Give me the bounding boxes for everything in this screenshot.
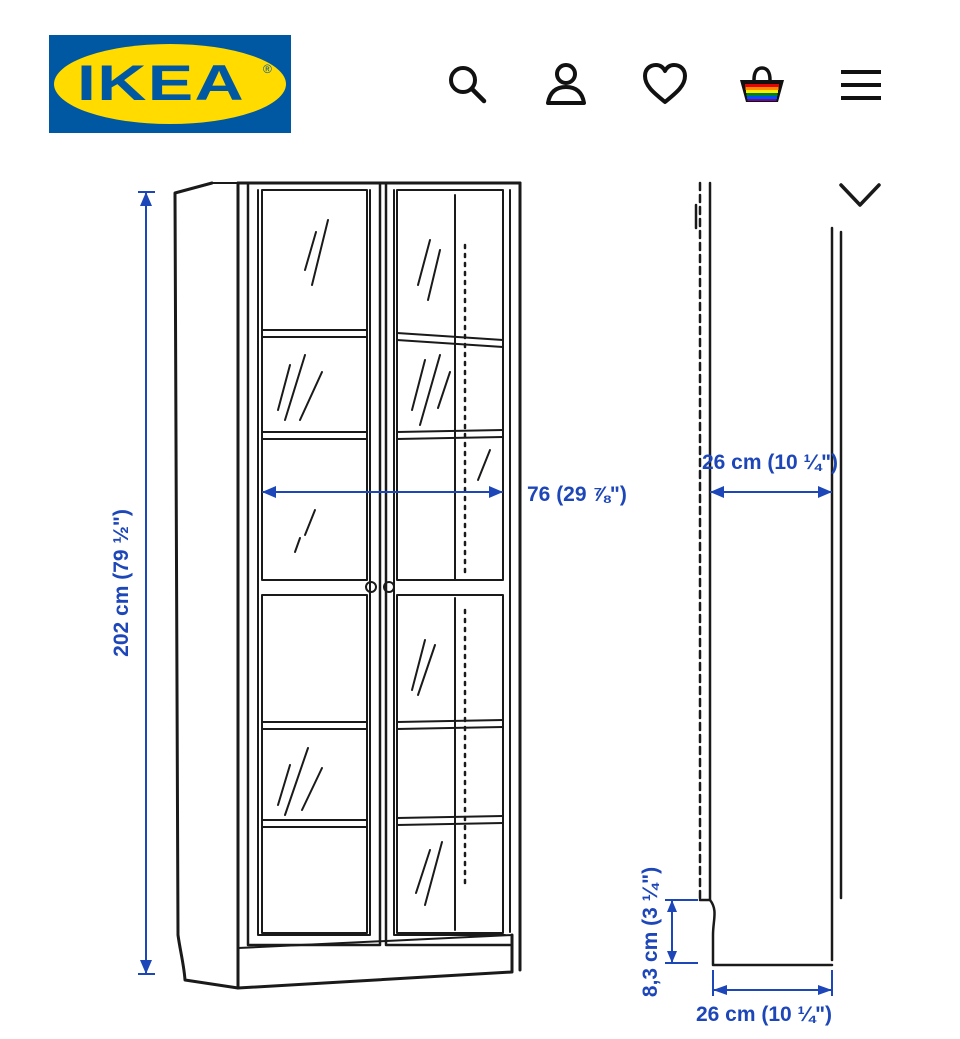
favorite-icon[interactable]: [839, 183, 881, 207]
account-icon[interactable]: [541, 60, 591, 110]
base-depth-dimension-label: 26 cm (10 ¼"): [696, 1003, 832, 1026]
search-icon[interactable]: [443, 60, 493, 110]
bookcase-side-view: [694, 181, 843, 967]
bookcase-front-view: [173, 181, 522, 990]
depth-dimension-label: 26 cm (10 ¼"): [702, 451, 838, 474]
menu-icon[interactable]: [836, 60, 886, 110]
height-dimension-label: 202 cm (79 ½"): [110, 509, 133, 657]
logo-registered-mark: ®: [263, 62, 272, 76]
product-dimension-drawing: 202 cm (79 ½") 76 (29 ⅞") 26 cm (10 ¼") …: [110, 181, 881, 1026]
logo-text: IKEA: [77, 55, 245, 111]
ikea-logo[interactable]: IKEA ®: [49, 35, 291, 133]
shopping-bag-icon[interactable]: [737, 60, 787, 110]
site-header: IKEA ®: [0, 0, 960, 150]
base-height-dimension-label: 8,3 cm (3 ¼"): [639, 867, 662, 997]
favorite-icon[interactable]: [640, 60, 690, 110]
dimension-annotations: [138, 191, 833, 996]
width-dimension-label: 76 (29 ⅞"): [527, 483, 627, 506]
